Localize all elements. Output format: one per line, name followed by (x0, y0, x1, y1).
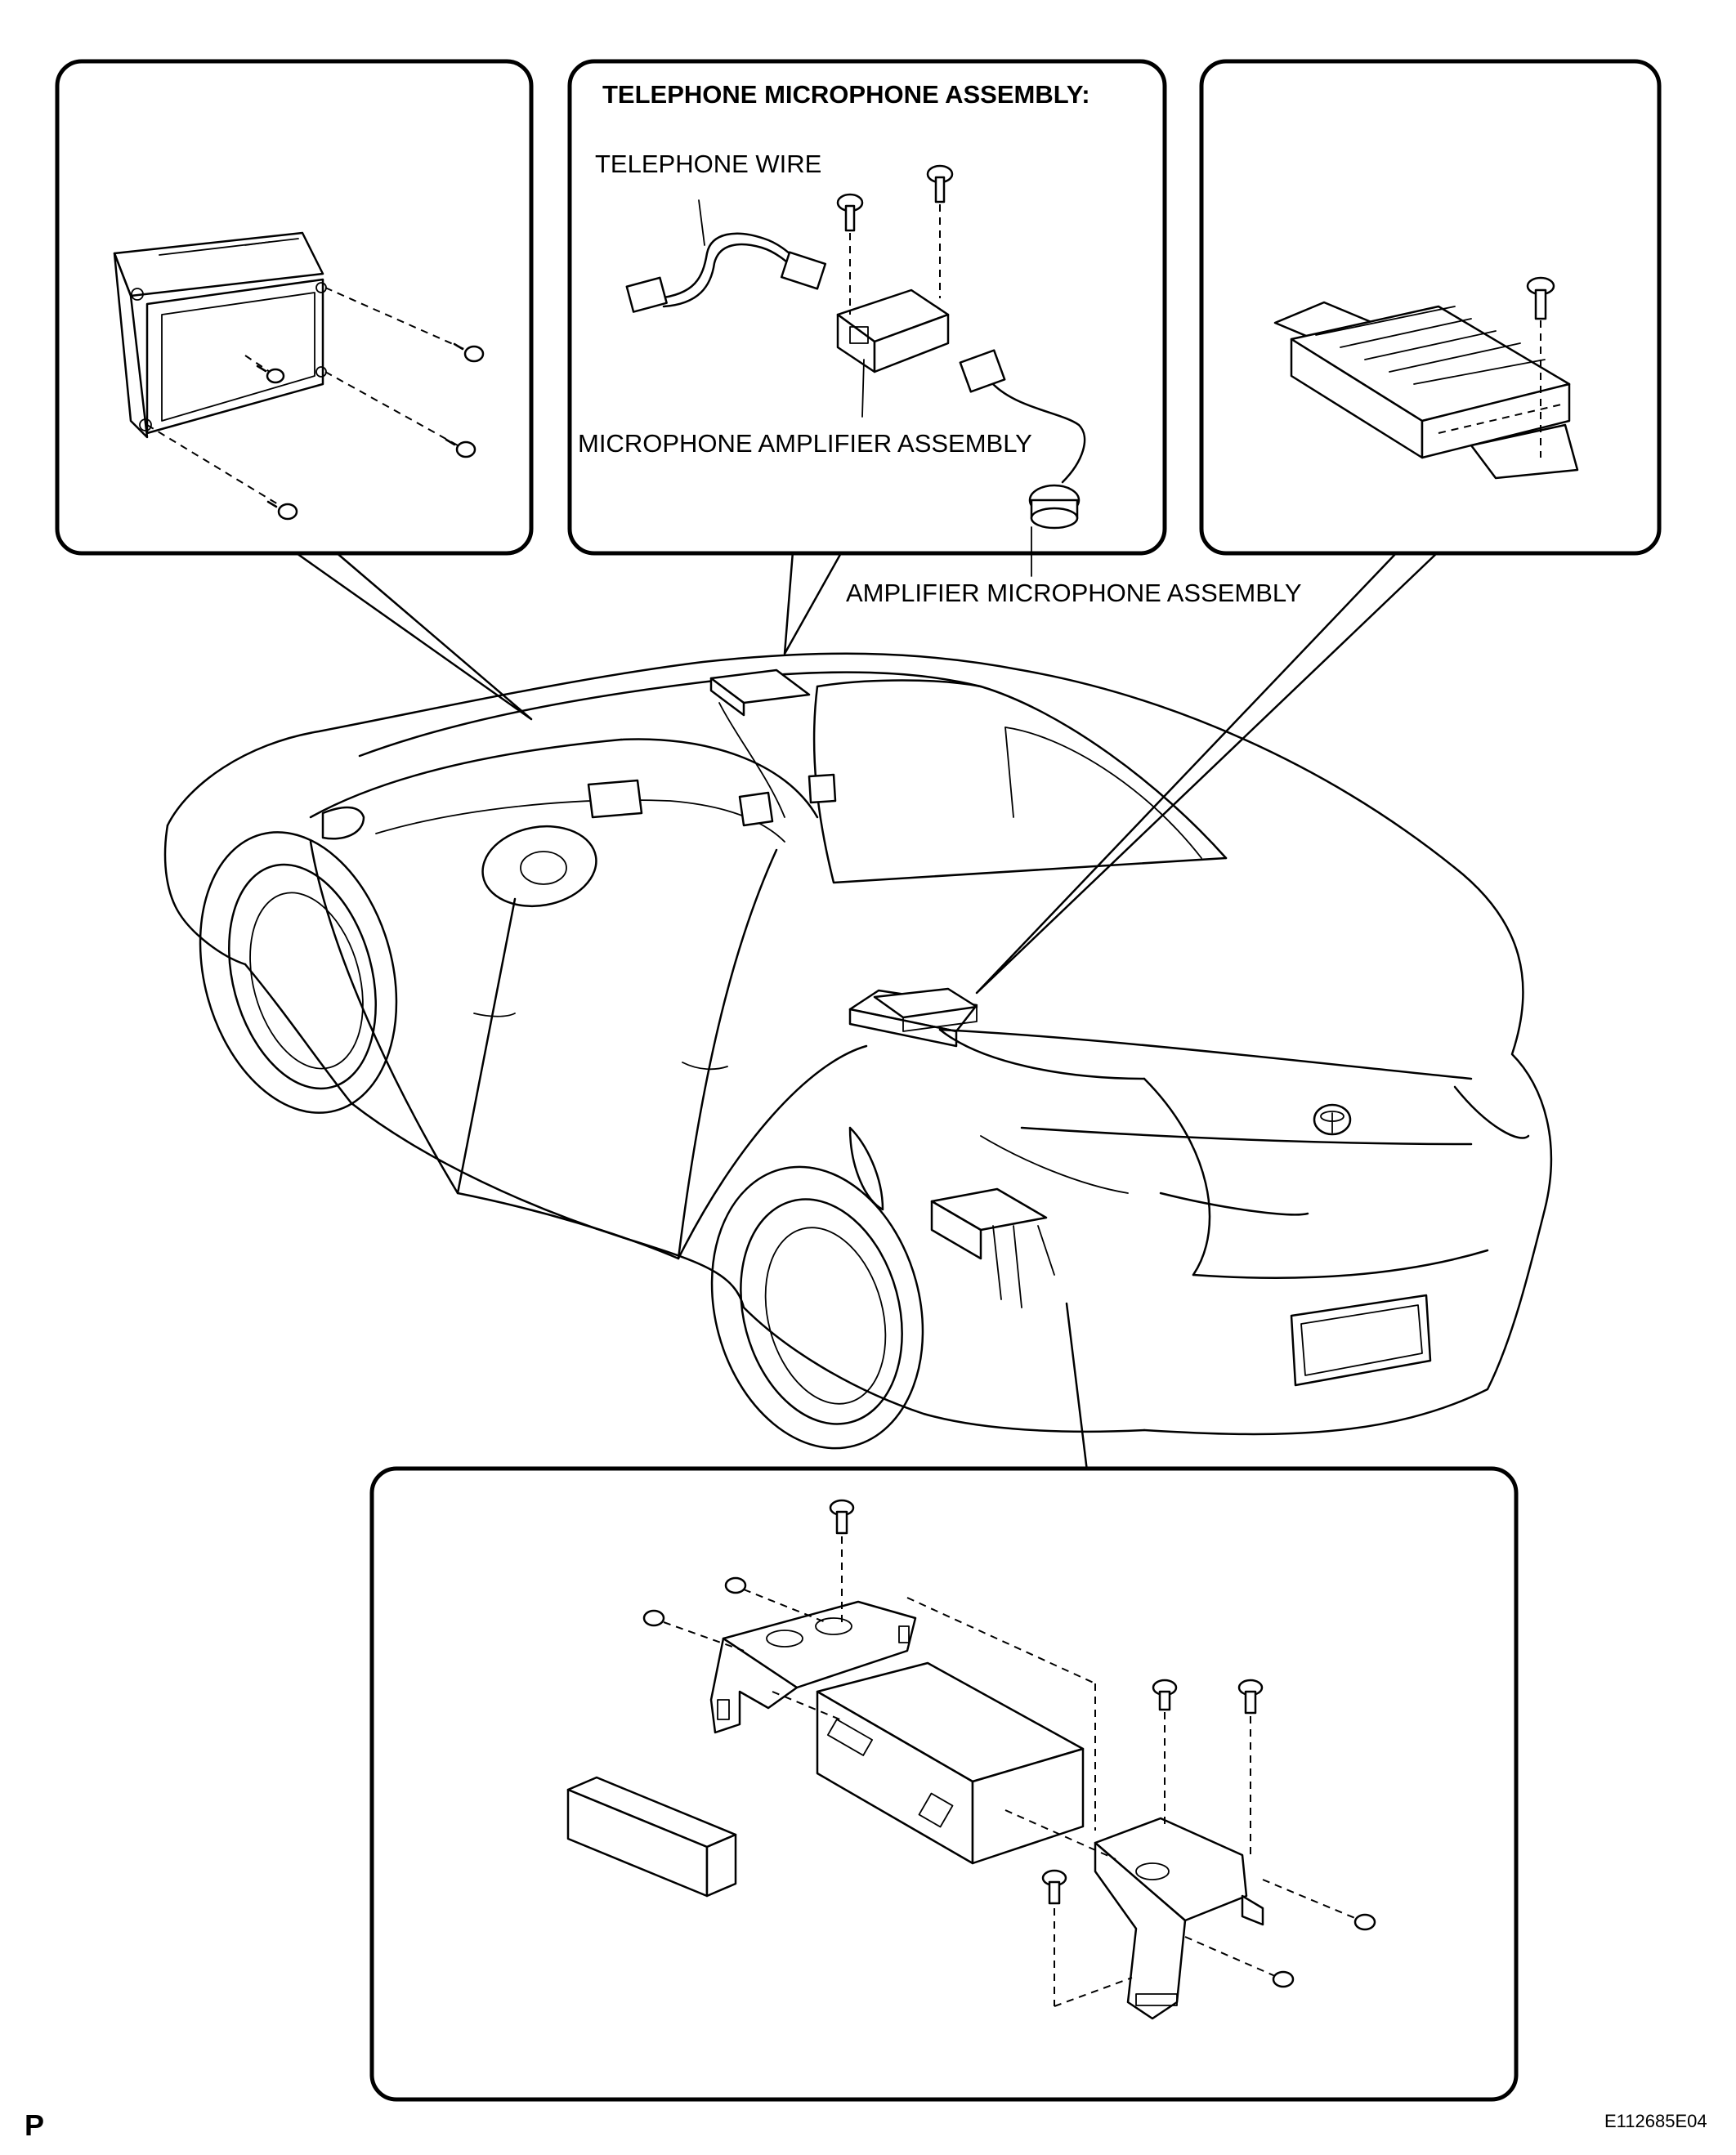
bolt-icon (1237, 1679, 1264, 1859)
trunk-unit-in-vehicle (930, 1187, 1055, 1308)
callout-box-bottom (369, 1466, 1519, 2102)
bolt-icon (926, 164, 954, 298)
bolt-icon (836, 193, 864, 315)
lower-bracket (1094, 1817, 1264, 2020)
microphone-amplifier-part (836, 288, 950, 418)
footer-mark: P (25, 2108, 45, 2142)
label-telephone-wire: TELEPHONE WIRE (595, 150, 822, 178)
telephone-wire-part (625, 199, 827, 313)
license-plate (1290, 1294, 1432, 1387)
rear-wheel (710, 1165, 924, 1450)
cover-part (566, 1776, 737, 1898)
amplifier-in-vehicle (873, 987, 978, 1032)
screw-icon (324, 287, 485, 363)
display-unit (113, 231, 327, 439)
screw-icon (324, 371, 477, 458)
front-wheel (199, 831, 398, 1114)
callout-box-top-right (1199, 59, 1662, 556)
steering-wheel (481, 825, 597, 908)
emblem-icon (1313, 1103, 1352, 1136)
figure-code: E112685E04 (1604, 2111, 1707, 2131)
label-amplifier-microphone: AMPLIFIER MICROPHONE ASSEMBLY (846, 579, 1302, 607)
screw-icon (244, 355, 285, 384)
screw-icon (1262, 1879, 1376, 1931)
bolt-icon (1041, 1869, 1133, 2007)
upper-bracket (709, 1600, 917, 1734)
overhead-module (709, 668, 811, 717)
screw-icon (1184, 1936, 1295, 1988)
diagram-title: TELEPHONE MICROPHONE ASSEMBLY: (602, 80, 1090, 109)
amplifier-unit (1273, 301, 1579, 480)
screw-icon (146, 424, 298, 521)
screw-icon (642, 1609, 745, 1652)
callout-box-top-left (55, 59, 534, 556)
vehicle-illustration (163, 652, 1553, 1450)
screw-icon (724, 1576, 826, 1623)
bolt-icon (1526, 276, 1555, 458)
amplifier-microphone-part (959, 349, 1086, 577)
label-microphone-amplifier: MICROPHONE AMPLIFIER ASSEMBLY (578, 429, 1032, 458)
bolt-icon (1152, 1679, 1178, 1826)
bolt-icon (829, 1499, 855, 1622)
callout-box-telephone-microphone (567, 59, 1167, 577)
main-module (816, 1661, 1085, 1865)
